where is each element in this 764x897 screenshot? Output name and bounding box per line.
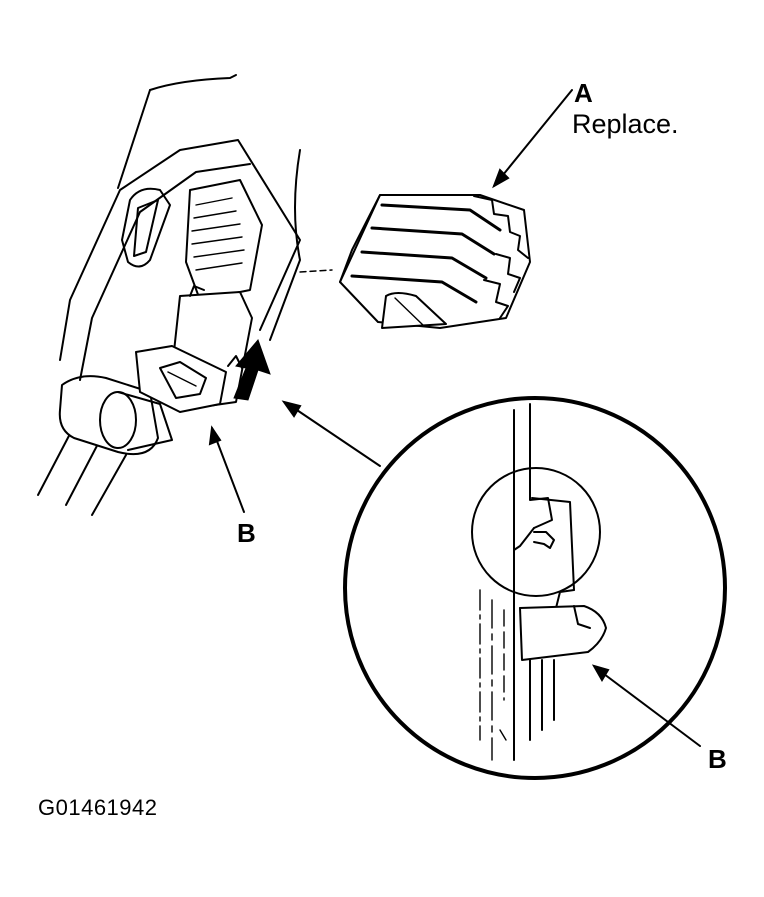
connector-assembly xyxy=(37,74,301,516)
callout-a-note: Replace. xyxy=(572,109,679,139)
part-a-connector xyxy=(339,194,531,329)
leader-a xyxy=(493,89,573,187)
detail-pointer xyxy=(287,403,381,467)
leader-a-arrowhead xyxy=(492,168,510,189)
detail-view xyxy=(343,396,727,780)
callout-a-letter: A xyxy=(574,78,593,108)
figure-id: G01461942 xyxy=(38,795,158,820)
callout-b-main-letter: B xyxy=(237,518,256,548)
callout-b-detail-letter: B xyxy=(708,744,727,774)
leader-b-detail xyxy=(595,667,701,747)
